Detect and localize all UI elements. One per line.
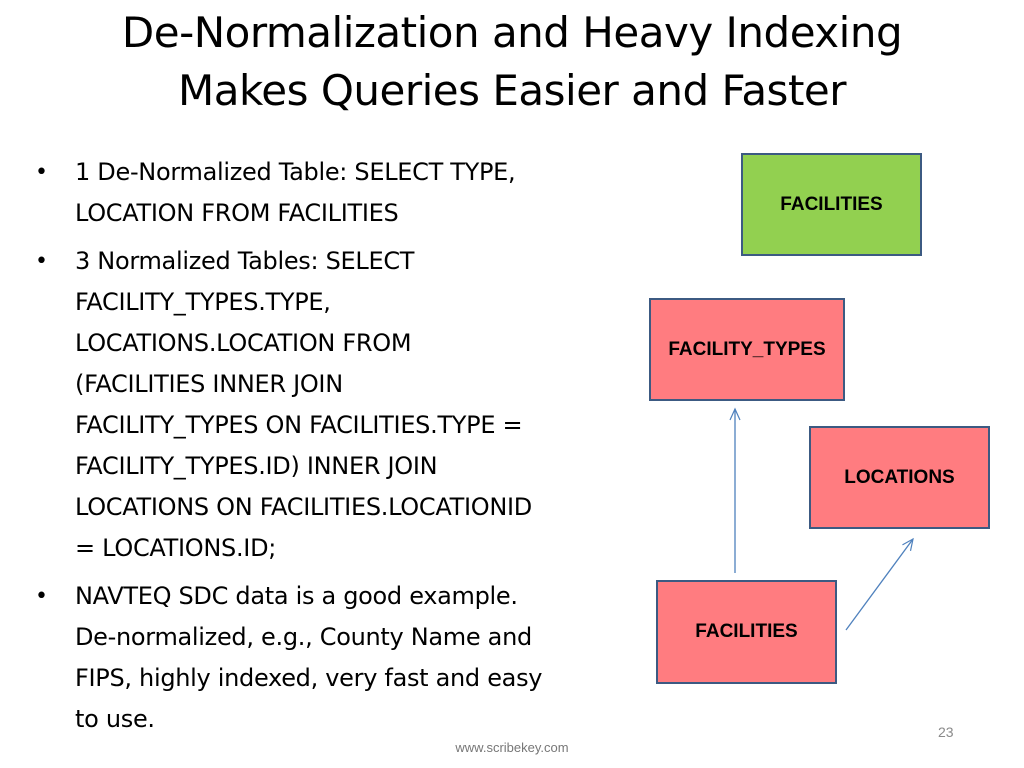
- arrow-to-locations: [845, 537, 914, 631]
- slide-title-line-1: De-Normalization and Heavy Indexing: [121, 8, 903, 57]
- footer-url: www.scribekey.com: [455, 740, 569, 755]
- bullet-line: FACILITY_TYPES ON FACILITIES.TYPE =: [75, 411, 523, 439]
- bullet-line: = LOCATIONS.ID;: [75, 534, 277, 562]
- bullet-item: • 3 Normalized Tables: SELECT FACILITY_T…: [35, 241, 625, 569]
- slide-title-line-2: Makes Queries Easier and Faster: [177, 66, 847, 115]
- facility-types-box: FACILITY_TYPES: [649, 298, 845, 401]
- bullet-dot-icon: •: [35, 160, 48, 185]
- bullet-list: • 1 De-Normalized Table: SELECT TYPE, LO…: [35, 152, 625, 747]
- facilities-normalized-box: FACILITIES: [656, 580, 837, 684]
- locations-label: LOCATIONS: [844, 466, 955, 488]
- bullet-item: • NAVTEQ SDC data is a good example. De-…: [35, 576, 625, 740]
- bullet-line: (FACILITIES INNER JOIN: [75, 370, 343, 398]
- bullet-line: LOCATIONS ON FACILITIES.LOCATIONID: [75, 493, 532, 521]
- bullet-line: 1 De-Normalized Table: SELECT TYPE,: [75, 158, 516, 186]
- bullet-line: 3 Normalized Tables: SELECT: [75, 247, 415, 275]
- facility-types-label: FACILITY_TYPES: [668, 338, 826, 360]
- facilities-normalized-label: FACILITIES: [695, 621, 798, 642]
- bullet-line: FACILITY_TYPES.ID) INNER JOIN: [75, 452, 438, 480]
- facilities-denormalized-box: FACILITIES: [741, 153, 922, 256]
- facilities-denormalized-label: FACILITIES: [780, 193, 883, 215]
- bullet-line: FIPS, highly indexed, very fast and easy: [75, 664, 543, 692]
- bullet-line: LOCATIONS.LOCATION FROM: [75, 329, 412, 357]
- page-number: 23: [938, 724, 954, 740]
- bullet-item: • 1 De-Normalized Table: SELECT TYPE, LO…: [35, 152, 625, 234]
- bullet-line: NAVTEQ SDC data is a good example.: [75, 582, 518, 610]
- bullet-line: De-normalized, e.g., County Name and: [75, 623, 532, 651]
- bullet-line: to use.: [75, 705, 155, 733]
- slide-title: De-Normalization and Heavy Indexing Make…: [40, 4, 984, 120]
- bullet-dot-icon: •: [35, 584, 48, 609]
- bullet-line: FACILITY_TYPES.TYPE,: [75, 288, 331, 316]
- locations-box: LOCATIONS: [809, 426, 990, 529]
- bullet-dot-icon: •: [35, 249, 48, 274]
- bullet-line: LOCATION FROM FACILITIES: [75, 199, 399, 227]
